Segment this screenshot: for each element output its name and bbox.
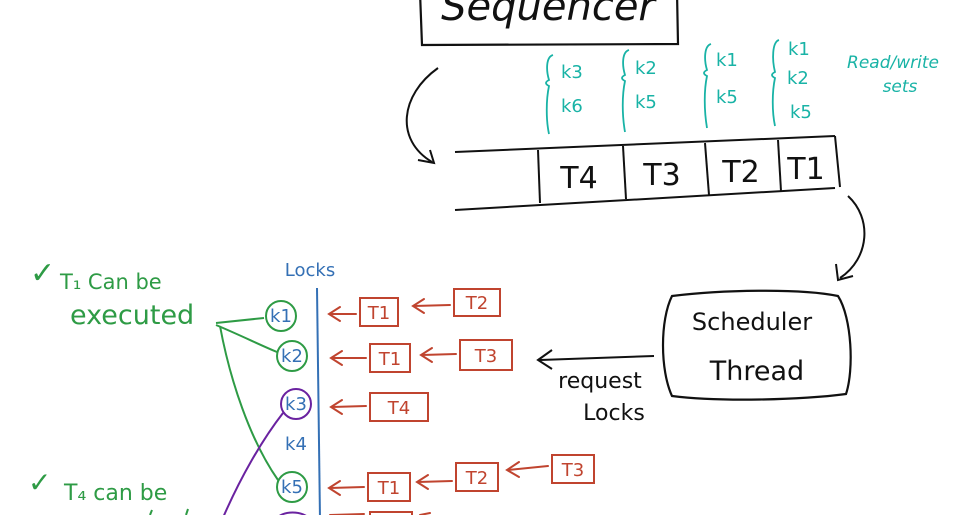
queue-k5-item-3: T3 — [561, 460, 584, 481]
key-k5-label: k5 — [281, 477, 303, 498]
rw-label-line2: sets — [883, 77, 918, 97]
queue-k3-item-1: T4 — [387, 398, 410, 419]
queue-k2-item-2-box — [459, 339, 513, 371]
note-t1-line1: T₁ Can be — [59, 270, 162, 294]
key-k5-circle — [276, 471, 308, 503]
key-k2-label: k2 — [281, 346, 303, 367]
locks-axis — [316, 287, 321, 515]
queue-k2-item-1-box — [369, 343, 411, 373]
key-k4-label: k4 — [285, 434, 307, 455]
queue-k5-item-1: T1 — [377, 478, 400, 499]
locks-title: Locks — [285, 260, 335, 281]
request-locks-line2: Locks — [583, 401, 645, 426]
note-t1-executable: ✓ T₁ Can be executed — [30, 256, 279, 481]
note-t4-line1: T₄ can be — [63, 481, 167, 506]
queue-k1-item-2-box — [453, 288, 501, 317]
pipeline-cell-t2: T2 — [721, 155, 759, 190]
pipeline-to-scheduler-arrow — [839, 195, 866, 279]
queue-k2-item-1: T1 — [378, 349, 401, 370]
key-k1-circle — [265, 300, 297, 332]
sequencer-label: Sequencer — [441, 0, 657, 30]
rw-t3-key-2: k5 — [635, 92, 657, 113]
queue-k5-item-2-box — [455, 462, 499, 492]
rw-t4-key-2: k6 — [561, 96, 583, 117]
read-write-sets: k3 k6 k2 k5 k1 k5 k1 k2 k5 Read/write se… — [545, 39, 939, 135]
queue-k5-item-1-box — [367, 472, 411, 502]
queue-k1-item-1: T1 — [367, 303, 390, 324]
request-locks-line1: request — [558, 369, 642, 394]
note-t4-executable: ✓ T₄ can be — [28, 466, 189, 515]
transaction-pipeline: T4 T3 T2 T1 — [454, 135, 841, 211]
queue-k3-item-1-box — [369, 392, 429, 422]
queue-k1-item-1-box — [359, 297, 399, 327]
queue-k5-item-3-box — [551, 454, 595, 484]
rw-t1-key-1: k1 — [788, 39, 810, 60]
sequencer-box: Sequencer — [419, 0, 680, 47]
sequencer-to-pipeline-arrow — [405, 67, 439, 163]
rw-label-line1: Read/write — [847, 53, 939, 73]
queue-k1-item-2: T2 — [465, 293, 488, 314]
lock-queues: T1 T2 T1 T3 T4 T1 T2 T3 — [327, 288, 595, 515]
scheduler-label-line1: Scheduler — [692, 308, 812, 336]
rw-t1-key-3: k5 — [790, 102, 812, 123]
key-k3-circle — [280, 388, 312, 420]
rw-t2-key-2: k5 — [716, 87, 738, 108]
key-k1-label: k1 — [270, 306, 292, 327]
note-t1-line2: executed — [70, 300, 194, 331]
request-locks-arrow — [539, 355, 655, 361]
queue-k2-item-2: T3 — [474, 346, 497, 367]
purple-connector-k3 — [223, 412, 284, 515]
queue-k5-item-2: T2 — [465, 468, 488, 489]
rw-t4-key-1: k3 — [561, 62, 583, 83]
lock-keys: k1 k2 k3 k4 k5 — [265, 300, 312, 515]
scheduler-label-line2: Thread — [709, 356, 804, 387]
rw-t1-key-2: k2 — [787, 68, 809, 89]
rw-t3-key-1: k2 — [635, 58, 657, 79]
key-k3-label: k3 — [285, 394, 307, 415]
note-t4-check: ✓ — [28, 466, 51, 499]
rw-t2-key-1: k1 — [716, 50, 738, 71]
pipeline-cell-t4: T4 — [559, 161, 597, 196]
scheduler-thread-box: Scheduler Thread — [661, 289, 852, 401]
key-k2-circle — [276, 340, 308, 372]
note-t1-check: ✓ — [30, 256, 55, 291]
pipeline-cell-t3: T3 — [642, 158, 680, 193]
pipeline-cell-t1: T1 — [786, 152, 824, 187]
